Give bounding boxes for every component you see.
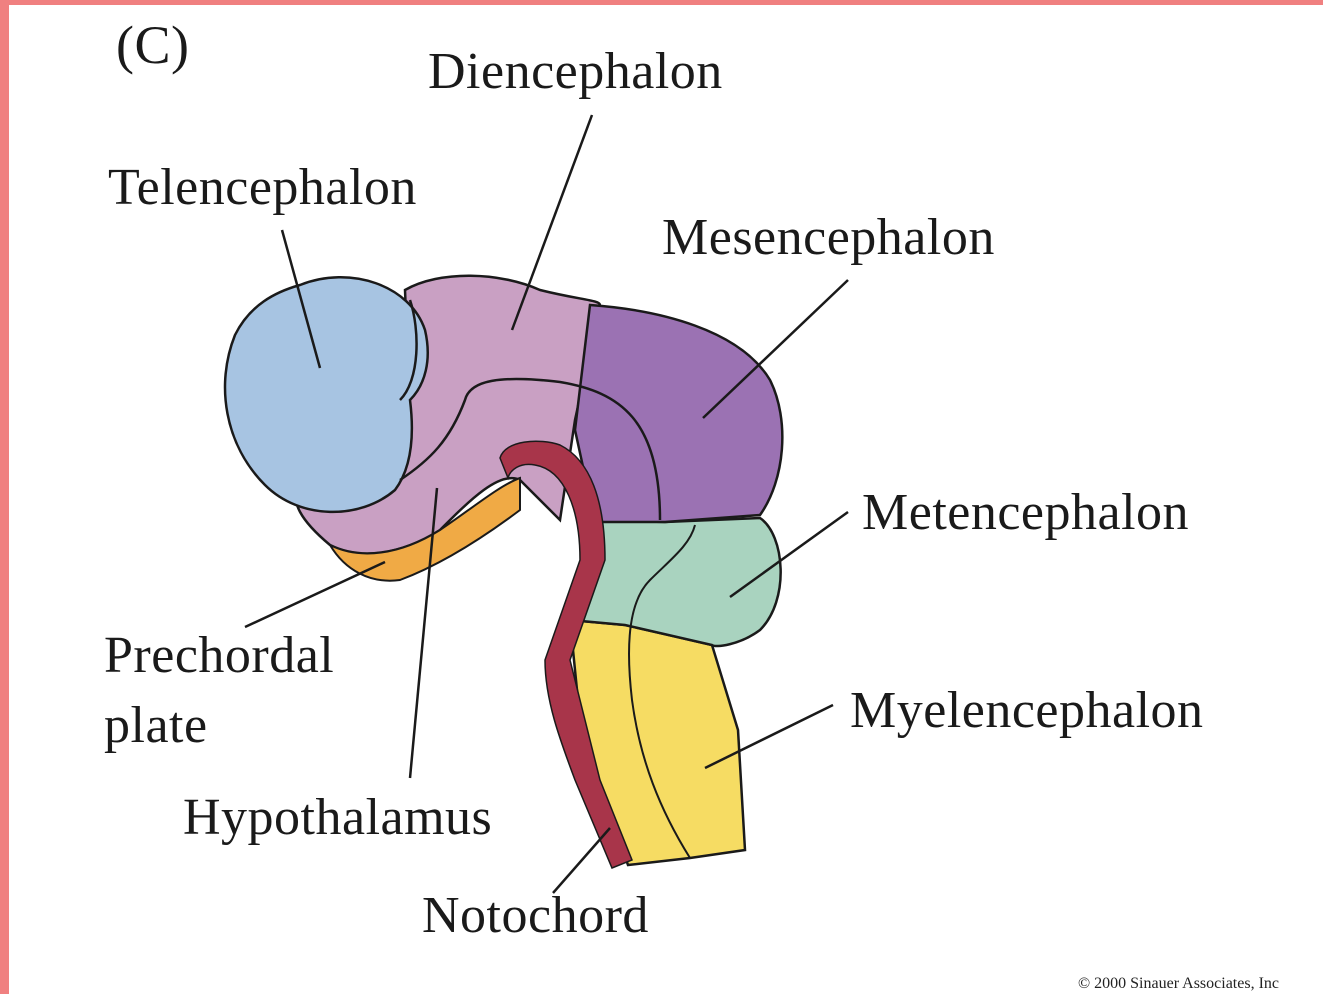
- label-diencephalon: Diencephalon: [428, 46, 723, 98]
- label-prechordal-line1: Prechordal: [104, 630, 334, 682]
- label-myelencephalon: Myelencephalon: [850, 685, 1204, 737]
- label-mesencephalon: Mesencephalon: [662, 212, 995, 264]
- label-notochord: Notochord: [422, 890, 649, 942]
- mesencephalon-region: [575, 305, 782, 522]
- label-prechordal-line2: plate: [104, 700, 208, 752]
- label-hypothalamus: Hypothalamus: [183, 792, 492, 844]
- copyright-notice: © 2000 Sinauer Associates, Inc: [1078, 975, 1279, 993]
- label-telencephalon: Telencephalon: [108, 162, 417, 214]
- panel-label: (C): [116, 18, 189, 72]
- label-metencephalon: Metencephalon: [862, 487, 1189, 539]
- telencephalon-region: [225, 277, 428, 512]
